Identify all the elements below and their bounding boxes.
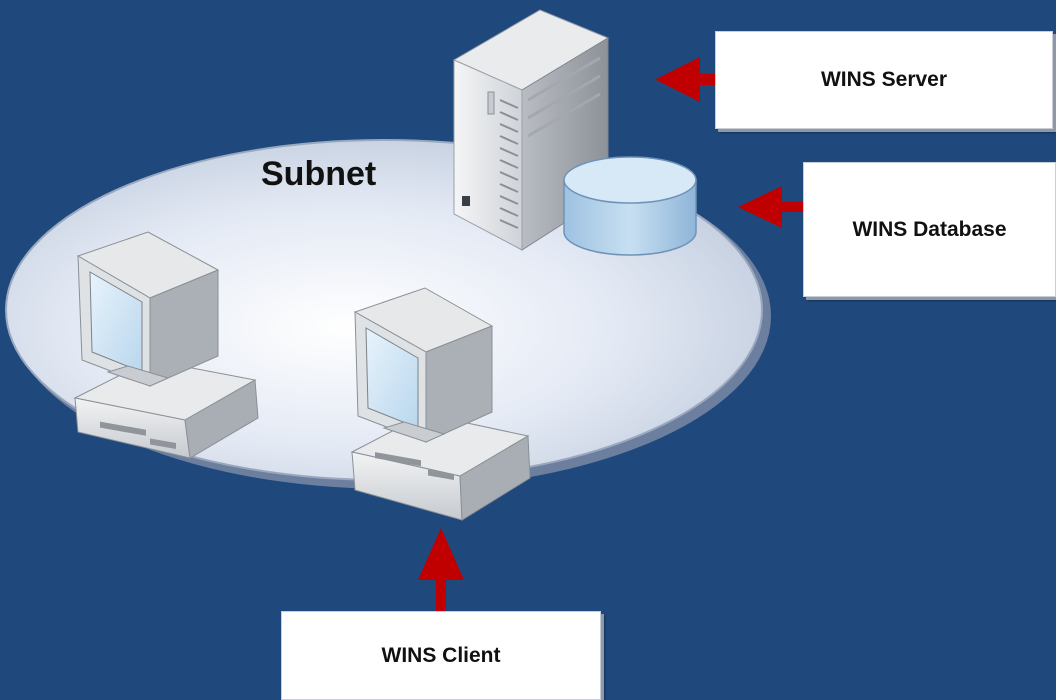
wins-server-label: WINS Server: [820, 68, 948, 91]
arrow-to-server: [655, 57, 716, 102]
wins-client-label: WINS Client: [381, 643, 501, 667]
database-icon: [563, 156, 697, 256]
computer-left-icon: [73, 231, 259, 459]
wins-client-callout: WINS Client: [281, 611, 601, 700]
wins-database-callout: WINS Database: [803, 162, 1056, 297]
wins-database-label: WINS Database: [852, 217, 1007, 241]
arrow-to-database: [738, 186, 804, 228]
server-icon: [452, 9, 610, 251]
wins-server-callout: WINS Server: [715, 31, 1053, 129]
subnet-label: Subnet: [261, 155, 377, 193]
arrow-to-client: [418, 528, 464, 612]
computer-center-icon: [350, 287, 531, 521]
